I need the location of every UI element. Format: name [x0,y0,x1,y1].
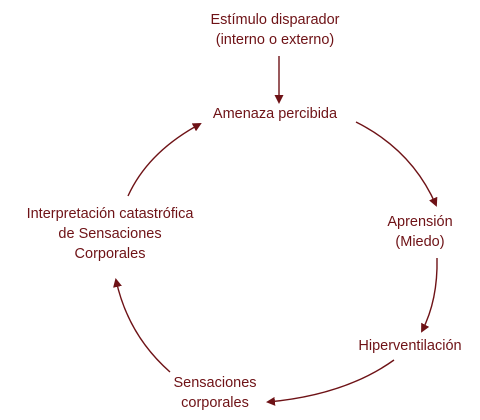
node-interpretation-line2: de Sensaciones [58,226,162,242]
node-interpretation-line3: Corporales [74,246,146,262]
node-sensations-line1: Sensaciones [173,375,257,391]
node-trigger-stimulus: Estímulo disparador (interno o externo) [170,10,380,50]
node-threat-line1: Amenaza percibida [212,106,338,122]
arrow-interpretation-to-threat [127,123,202,197]
arrow-threat-to-apprehension [355,121,438,207]
arrow-apprehension-to-hyperventilation [421,257,438,333]
node-perceived-threat: Amenaza percibida [170,104,380,124]
node-interpretation-line1: Interpretación catastrófica [26,206,194,222]
node-trigger-line1: Estímulo disparador [210,12,340,28]
node-hyperventilation: Hiperventilación [340,336,480,356]
arrow-sensations-to-interpretation [113,278,171,373]
node-apprehension: Aprensión (Miedo) [365,212,475,252]
node-catastrophic-interpretation: Interpretación catastrófica de Sensacion… [10,204,210,264]
node-body-sensations: Sensaciones corporales [145,373,285,413]
node-sensations-line2: corporales [181,395,249,411]
node-trigger-line2: (interno o externo) [215,32,335,48]
node-apprehension-line2: (Miedo) [395,234,445,250]
node-hyperventilation-line1: Hiperventilación [358,338,462,354]
node-apprehension-line1: Aprensión [387,214,453,230]
arrow-hyperventilation-to-sensations [266,359,395,406]
